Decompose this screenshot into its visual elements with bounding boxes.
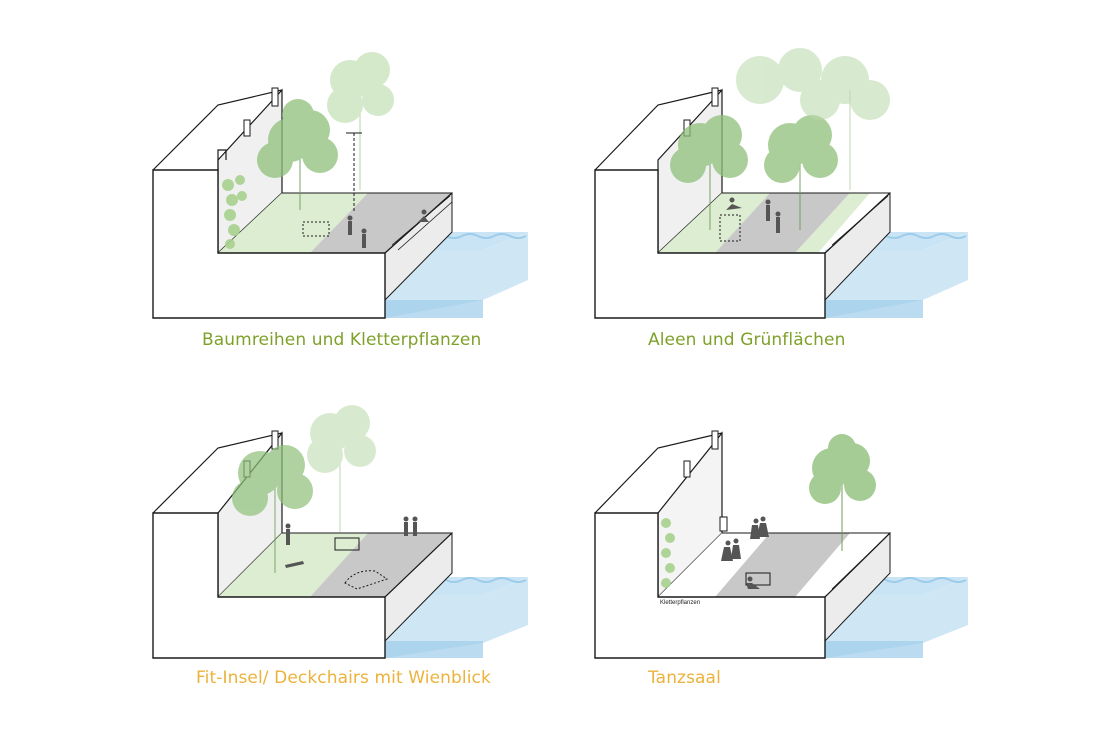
deckchair-icon [344,570,389,590]
caption-tanzsaal: Tanzsaal [648,668,721,688]
person-icon [746,576,760,589]
tree-icon [736,48,890,190]
person-icon [285,561,304,568]
isometric-diagram-baumreihen [152,52,528,319]
dancer-icon [731,538,741,559]
person-icon [285,523,291,545]
kletterpflanzen-label: Kletterpflanzen [660,600,701,606]
panel-fit-insel: Fit-Insel/ Deckchairs mit Wienblick [0,373,560,747]
bench [745,572,771,586]
tree-icon [232,445,313,573]
water-front [385,300,483,318]
isometric-diagram-tanzsaal [594,430,968,659]
climbing-plants [661,518,675,588]
person-icon [765,199,771,221]
tree-icon [670,115,748,230]
bench [334,537,360,551]
grass-strip [795,193,870,253]
caption-baumreihen: Baumreihen und Kletterpflanzen [202,330,482,350]
isometric-diagram-aleen [594,48,968,319]
panel-aleen: Aleen und Grünflächen [560,0,1120,373]
person-icon [726,197,742,210]
speaker-icon [719,516,728,532]
caption-fit-insel: Fit-Insel/ Deckchairs mit Wienblick [196,668,491,688]
panel-tanzsaal: Kletterpflanzen Tanzsaal [560,373,1120,747]
tree-icon [764,115,838,230]
person-icon [361,228,367,248]
grass-area [218,193,368,253]
person-icon [418,209,429,222]
caption-aleen: Aleen und Grünflächen [648,330,846,350]
isometric-diagram-fit-insel [152,405,528,659]
person-icon [412,516,418,536]
tree-icon [327,52,394,190]
person-icon [347,215,353,235]
bench [719,214,741,242]
climbing-plants [222,175,247,249]
pavement-area [310,533,452,597]
person-icon [775,211,781,233]
panel-baumreihen: Baumreihen und Kletterpflanzen [0,0,560,373]
floor-area [658,533,770,597]
dancer-icon [721,540,733,561]
pavement-area [715,193,850,253]
bench [302,221,330,237]
tree-icon [257,99,338,210]
tree-icon [809,434,876,551]
dancer-icon [757,516,769,537]
tree-icon [307,405,376,533]
person-icon [403,516,409,536]
pavement-area [310,193,452,253]
